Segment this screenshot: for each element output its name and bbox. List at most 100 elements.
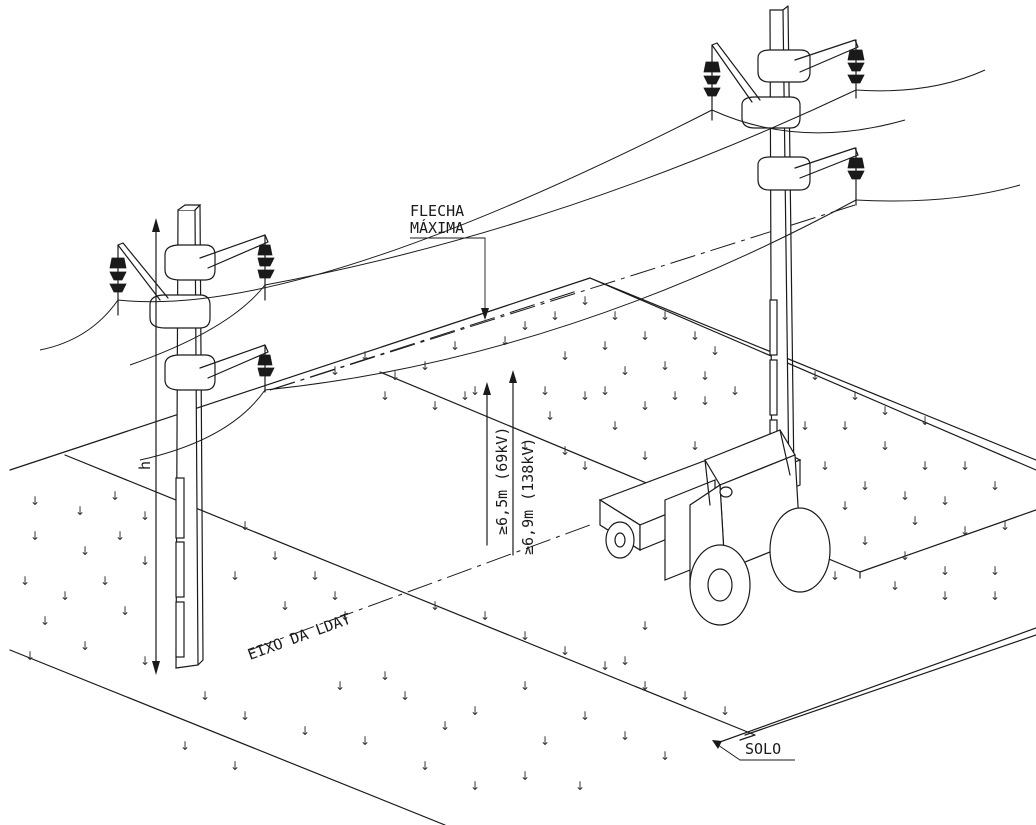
grass-mark: ↓ — [75, 504, 85, 518]
grass-mark: ↓ — [140, 509, 150, 523]
grass-mark: ↓ — [920, 414, 930, 428]
grass-mark: ↓ — [440, 719, 450, 733]
grass-mark: ↓ — [700, 369, 710, 383]
grass-mark: ↓ — [30, 494, 40, 508]
height-label: h — [136, 461, 154, 470]
grass-mark: ↓ — [300, 724, 310, 738]
line-axis — [249, 524, 591, 651]
grass-mark: ↓ — [340, 609, 350, 623]
grass-mark: ↓ — [580, 389, 590, 403]
grass-mark: ↓ — [660, 749, 670, 763]
grass-mark: ↓ — [470, 704, 480, 718]
grass-mark: ↓ — [460, 389, 470, 403]
grass-mark: ↓ — [520, 439, 530, 453]
grass-mark: ↓ — [110, 489, 120, 503]
grass-mark: ↓ — [700, 394, 710, 408]
grass-mark: ↓ — [180, 739, 190, 753]
grass-mark: ↓ — [310, 569, 320, 583]
grass-mark: ↓ — [580, 459, 590, 473]
grass-mark: ↓ — [900, 549, 910, 563]
grass-mark: ↓ — [560, 644, 570, 658]
grass-mark: ↓ — [640, 399, 650, 413]
tractor — [598, 429, 831, 626]
grass-mark: ↓ — [960, 524, 970, 538]
grass-mark: ↓ — [690, 439, 700, 453]
grass-mark: ↓ — [520, 679, 530, 693]
grass-mark: ↓ — [730, 384, 740, 398]
clearance-69kv-label: ≥6,5m (69kV) — [493, 427, 511, 535]
grass-mark: ↓ — [940, 494, 950, 508]
grass-mark: ↓ — [660, 359, 670, 373]
grass-mark: ↓ — [990, 479, 1000, 493]
grass-mark: ↓ — [860, 479, 870, 493]
grass-mark: ↓ — [910, 514, 920, 528]
height-dimension: h — [136, 218, 160, 675]
grass-mark: ↓ — [680, 689, 690, 703]
conductor-projection-far — [269, 204, 856, 391]
grass-mark: ↓ — [640, 679, 650, 693]
grass-mark: ↓ — [880, 404, 890, 418]
grass-mark: ↓ — [230, 759, 240, 773]
grass-mark: ↓ — [800, 419, 810, 433]
right-insulators — [703, 39, 865, 206]
grass-mark: ↓ — [330, 364, 340, 378]
grass-mark: ↓ — [840, 419, 850, 433]
grass-mark: ↓ — [240, 709, 250, 723]
grass-mark: ↓ — [880, 439, 890, 453]
grass-mark: ↓ — [480, 609, 490, 623]
grass-mark: ↓ — [360, 734, 370, 748]
grass-mark: ↓ — [450, 339, 460, 353]
grass-mark: ↓ — [610, 419, 620, 433]
grass-mark: ↓ — [500, 334, 510, 348]
grass-mark: ↓ — [720, 704, 730, 718]
grass-mark: ↓ — [990, 589, 1000, 603]
grass-mark: ↓ — [640, 619, 650, 633]
flecha-label-line1: FLECHA — [410, 202, 464, 220]
grass-mark: ↓ — [380, 389, 390, 403]
axis-label: EIXO DA LDAT — [245, 610, 353, 664]
grass-mark: ↓ — [1000, 519, 1010, 533]
grass-mark: ↓ — [860, 534, 870, 548]
flecha-annotation: FLECHA MÁXIMA — [410, 202, 489, 320]
grass-mark: ↓ — [20, 574, 30, 588]
grass-mark: ↓ — [390, 369, 400, 383]
grass-mark: ↓ — [600, 384, 610, 398]
grass-mark: ↓ — [40, 614, 50, 628]
grass-mark: ↓ — [540, 734, 550, 748]
grass-mark: ↓ — [520, 319, 530, 333]
left-pole — [117, 204, 269, 669]
grass-mark: ↓ — [600, 659, 610, 673]
grass-mark: ↓ — [710, 344, 720, 358]
grass-mark: ↓ — [430, 599, 440, 613]
flecha-label-line2: MÁXIMA — [410, 218, 464, 237]
grass-mark: ↓ — [820, 459, 830, 473]
grass-mark: ↓ — [620, 729, 630, 743]
clearance-dimensions: ≥6,5m (69kV) ≥6,9m (138kV) — [483, 370, 537, 556]
grass-mark: ↓ — [890, 579, 900, 593]
grass-mark: ↓ — [580, 294, 590, 308]
grass-mark: ↓ — [25, 649, 35, 663]
grass-mark: ↓ — [240, 519, 250, 533]
grass-mark: ↓ — [545, 409, 555, 423]
grass-mark: ↓ — [470, 779, 480, 793]
grass-mark: ↓ — [30, 529, 40, 543]
grass-mark: ↓ — [80, 544, 90, 558]
grass-mark: ↓ — [140, 654, 150, 668]
right-pole — [711, 5, 859, 566]
grass-mark: ↓ — [115, 529, 125, 543]
left-insulators — [109, 234, 275, 393]
grass-mark: ↓ — [140, 554, 150, 568]
grass-mark: ↓ — [470, 384, 480, 398]
grass-mark: ↓ — [620, 364, 630, 378]
ground-planes — [9, 277, 1036, 825]
grass-mark: ↓ — [360, 349, 370, 363]
grass-mark: ↓ — [940, 589, 950, 603]
grass-mark: ↓ — [430, 399, 440, 413]
grass-mark: ↓ — [400, 689, 410, 703]
grass-mark: ↓ — [335, 679, 345, 693]
grass-mark: ↓ — [810, 369, 820, 383]
grass-mark: ↓ — [830, 569, 840, 583]
grass-mark: ↓ — [420, 759, 430, 773]
grass-mark: ↓ — [840, 499, 850, 513]
grass-mark: ↓ — [690, 329, 700, 343]
